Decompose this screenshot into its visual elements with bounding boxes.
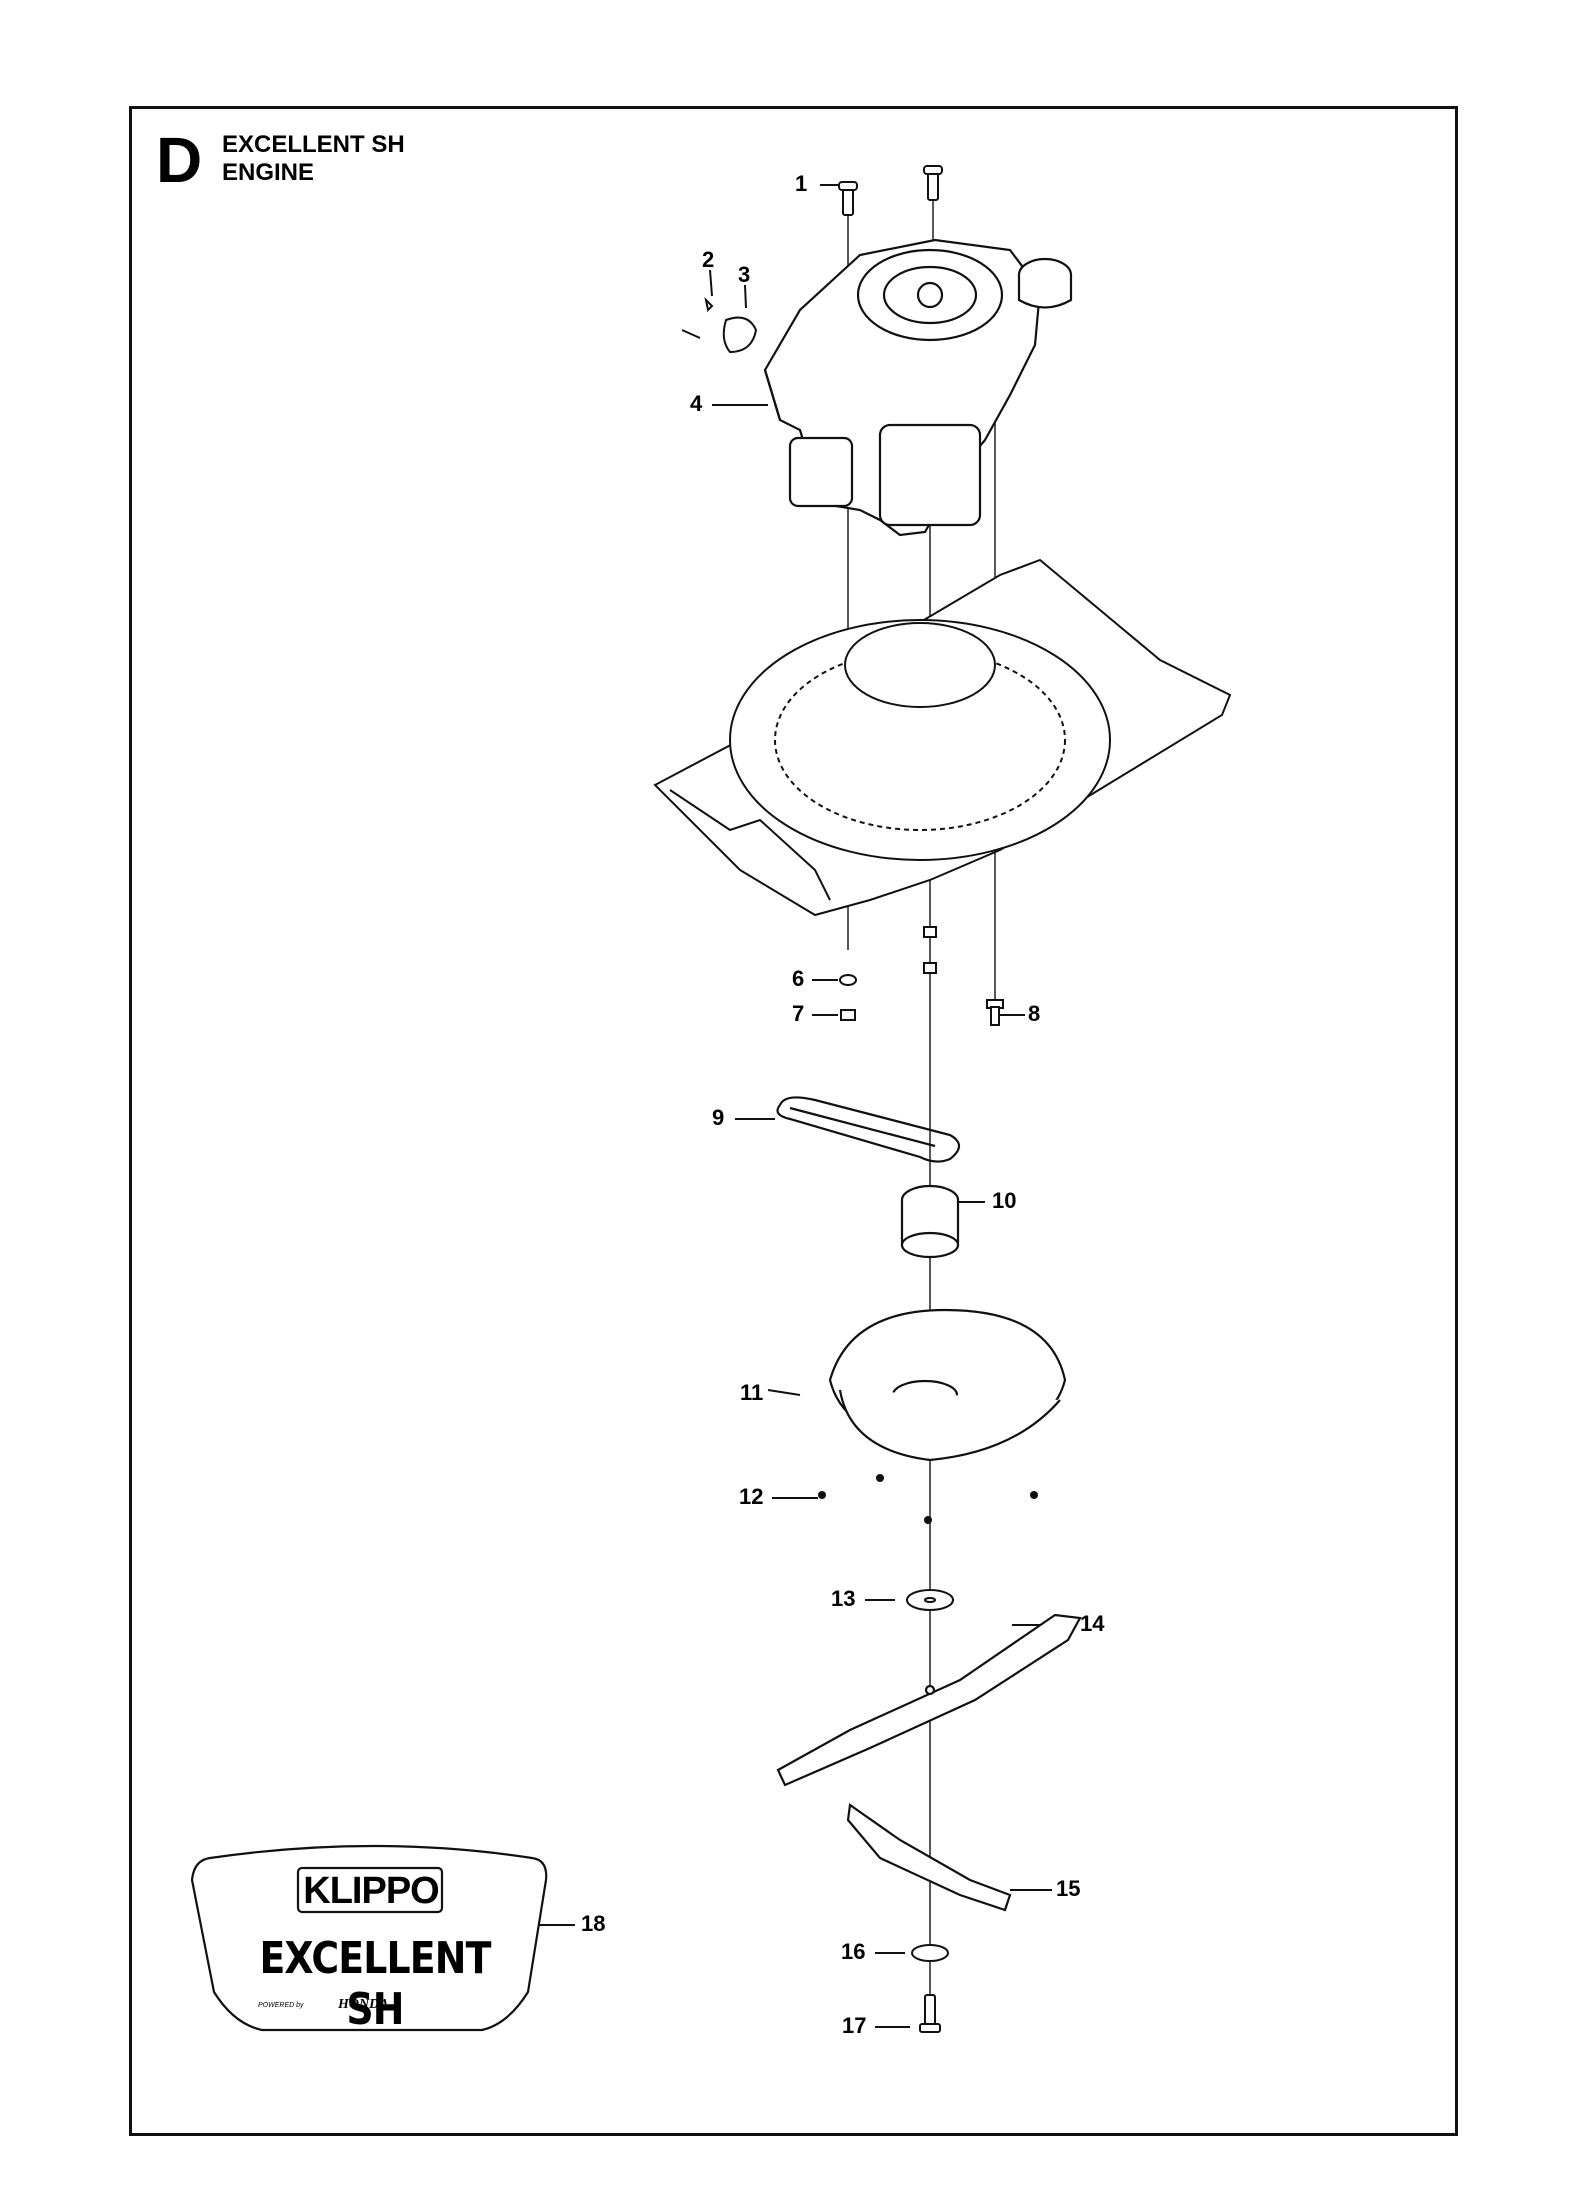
diagram-title: EXCELLENT SH: [222, 131, 405, 158]
diagram-subtitle: ENGINE: [222, 159, 315, 186]
callout-13: 13: [831, 1586, 856, 1611]
mower-deck: [653, 558, 1232, 917]
callout-11: 11: [740, 1380, 764, 1405]
model-decal: [190, 1844, 548, 2032]
callout-18: 18: [581, 1911, 606, 1936]
decal-powered-by: POWERED by: [258, 2002, 304, 2009]
callout-10: 10: [992, 1188, 1017, 1213]
callout-4: 4: [690, 391, 703, 416]
engine: [763, 238, 1073, 537]
callout-2: 2: [702, 247, 715, 272]
callout-9: 9: [712, 1105, 725, 1130]
callout-7: 7: [792, 1001, 805, 1026]
decal-brand: KLIPPO: [303, 1870, 439, 1912]
decal-model: EXCELLENT SH: [259, 1933, 491, 2035]
callout-15: 15: [1056, 1876, 1081, 1901]
decal-engine-brand: HONDA: [338, 1997, 389, 2012]
callout-12: 12: [739, 1484, 764, 1509]
callout-16: 16: [841, 1939, 866, 1964]
callout-17: 17: [842, 2013, 867, 2038]
page-frame: [129, 106, 1458, 2136]
callout-8: 8: [1028, 1001, 1041, 1026]
section-letter: D: [156, 124, 203, 196]
callout-14: 14: [1080, 1611, 1105, 1636]
callout-1: 1: [795, 171, 808, 196]
callout-6: 6: [792, 966, 805, 991]
callout-3: 3: [738, 262, 751, 287]
